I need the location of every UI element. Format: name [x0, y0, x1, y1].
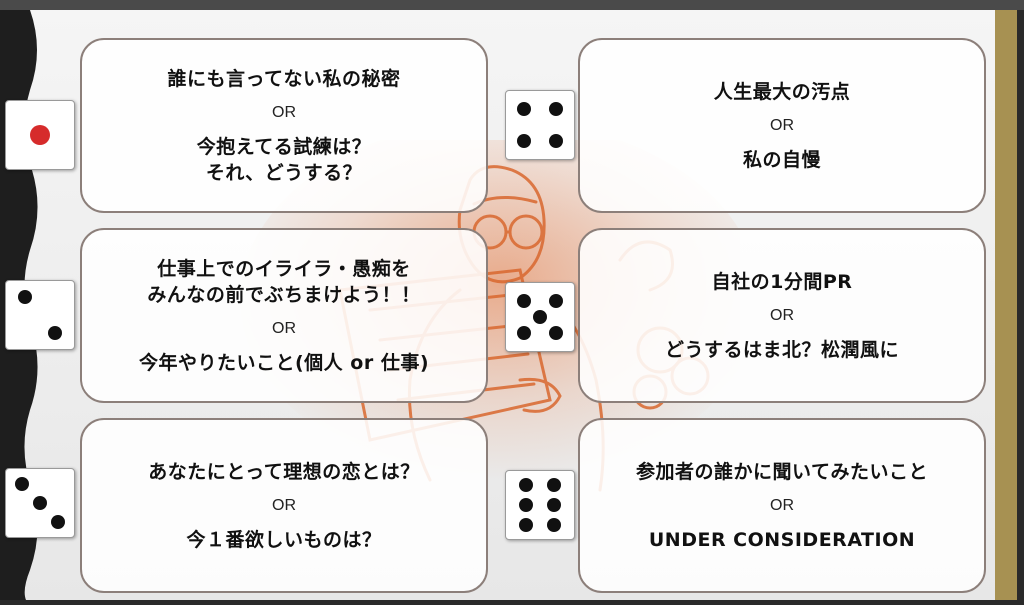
die-pip — [519, 498, 534, 512]
question-bottom: UNDER CONSIDERATION — [648, 528, 916, 551]
question-top: 誰にも言ってない私の秘密 — [167, 67, 401, 90]
die-face-1-icon — [5, 100, 75, 170]
or-label: OR — [770, 306, 794, 324]
die-face-3-icon — [5, 468, 75, 538]
die-pip — [548, 294, 563, 309]
question-bottom: 私の自慢 — [742, 148, 821, 171]
or-label: OR — [770, 496, 794, 514]
die-pip — [18, 290, 33, 305]
die-face-2-icon — [5, 280, 75, 350]
question-bottom: 今年やりたいこと(個人 or 仕事) — [138, 351, 430, 374]
die-pip — [517, 133, 532, 148]
question-bottom: 今１番欲しいものは？ — [186, 528, 382, 551]
question-top: 人生最大の汚点 — [713, 80, 851, 103]
or-label: OR — [770, 116, 794, 134]
gold-right-strip — [995, 10, 1017, 600]
or-label: OR — [272, 496, 296, 514]
die-pip — [15, 476, 30, 491]
die-face-5-icon — [505, 282, 575, 352]
question-bottom: 今抱えてる試練は？ それ、どうする？ — [196, 135, 372, 184]
die-pip — [546, 498, 561, 512]
question-card-3: 仕事上でのイライラ・愚痴を みんなの前でぶちまけよう！！ OR 今年やりたいこと(個… — [80, 228, 488, 403]
or-label: OR — [272, 103, 296, 121]
die-pip — [548, 325, 563, 340]
die-pip — [33, 496, 47, 510]
die-pip — [50, 515, 65, 530]
die-pip — [519, 518, 534, 533]
question-card-2: 人生最大の汚点 OR 私の自慢 — [578, 38, 986, 213]
question-bottom: どうするはま北？松潤風に — [664, 338, 899, 361]
die-pip — [47, 325, 62, 340]
question-card-4: 自社の1分間PR OR どうするはま北？松潤風に — [578, 228, 986, 403]
question-card-5: あなたにとって理想の恋とは？ OR 今１番欲しいものは？ — [80, 418, 488, 593]
question-card-6: 参加者の誰かに聞いてみたいこと OR UNDER CONSIDERATION — [578, 418, 986, 593]
die-pip — [30, 125, 50, 145]
die-pip — [517, 294, 532, 309]
question-top: 自社の1分間PR — [711, 270, 853, 293]
die-pip — [546, 518, 561, 533]
question-card-1: 誰にも言ってない私の秘密 OR 今抱えてる試練は？ それ、どうする？ — [80, 38, 488, 213]
die-pip — [548, 133, 563, 148]
question-top: 参加者の誰かに聞いてみたいこと — [636, 460, 928, 483]
question-top: 仕事上でのイライラ・愚痴を みんなの前でぶちまけよう！！ — [147, 257, 421, 306]
question-top: あなたにとって理想の恋とは？ — [148, 460, 420, 483]
die-pip — [533, 310, 547, 324]
die-face-4-icon — [505, 90, 575, 160]
die-face-6-icon — [505, 470, 575, 540]
top-bar — [0, 0, 1024, 10]
die-pip — [517, 102, 532, 117]
die-pip — [548, 102, 563, 117]
die-pip — [546, 477, 561, 492]
die-pip — [519, 477, 534, 492]
right-edge — [1017, 10, 1024, 600]
die-pip — [517, 325, 532, 340]
or-label: OR — [272, 319, 296, 337]
